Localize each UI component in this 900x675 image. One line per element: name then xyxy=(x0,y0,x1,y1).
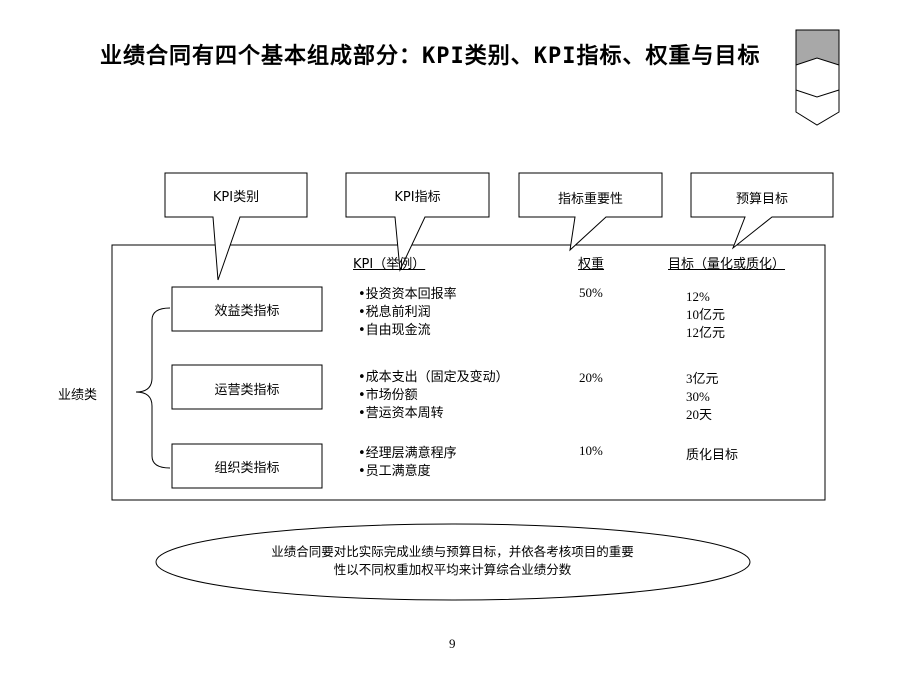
target-item: 质化目标 xyxy=(686,448,739,463)
category-label: 效益类指标 xyxy=(214,304,280,319)
kpi-list: •投资资本回报率 •税息前利润 •自由现金流 xyxy=(358,286,457,340)
kpi-item: •营运资本周转 xyxy=(358,406,444,421)
kpi-item: •市场份额 xyxy=(358,388,418,403)
kpi-item: •税息前利润 xyxy=(358,305,431,320)
group-label: 业绩类 xyxy=(58,388,98,403)
kpi-item: •员工满意度 xyxy=(358,464,431,479)
note-text: 业绩合同要对比实际完成业绩与预算目标，并依各考核项目的重要 性以不同权重加权平均… xyxy=(180,543,725,579)
header-kpi: KPI（举例） xyxy=(353,257,426,272)
callout-kpi-indicator: KPI指标 xyxy=(394,190,441,205)
callout-kpi-category-shape xyxy=(164,172,308,281)
category-label: 运营类指标 xyxy=(214,383,280,398)
progress-tab-icon xyxy=(795,29,840,126)
weight-value: 20% xyxy=(579,370,603,385)
target-list: 3亿元 30% 20天 xyxy=(686,370,719,424)
slide-title: 业绩合同有四个基本组成部分：KPI类别、KPI指标、权重与目标 xyxy=(100,44,761,69)
target-item: 3亿元 xyxy=(686,371,719,386)
target-list: 质化目标 xyxy=(686,447,738,465)
note-line-2: 性以不同权重加权平均来计算综合业绩分数 xyxy=(333,562,572,577)
callout-importance: 指标重要性 xyxy=(557,192,623,207)
page-number: 9 xyxy=(449,636,456,651)
category-box-3 xyxy=(171,443,323,489)
target-item: 12% xyxy=(686,289,710,304)
category-box-2 xyxy=(171,364,323,410)
group-bracket xyxy=(135,307,171,469)
weight-value: 10% xyxy=(579,443,603,458)
target-item: 20天 xyxy=(686,407,713,422)
kpi-item: •经理层满意程序 xyxy=(358,446,457,461)
kpi-item: •成本支出（固定及变动） xyxy=(358,370,509,385)
category-label: 组织类指标 xyxy=(214,461,280,476)
target-list: 12% 10亿元 12亿元 xyxy=(686,288,725,342)
kpi-list: •成本支出（固定及变动） •市场份额 •营运资本周转 xyxy=(358,369,509,423)
callout-importance-shape xyxy=(518,172,663,252)
weight-value: 50% xyxy=(579,285,603,300)
callout-kpi-indicator-shape xyxy=(345,172,490,272)
header-target: 目标（量化或质化） xyxy=(668,257,786,272)
kpi-item: •自由现金流 xyxy=(358,323,431,338)
kpi-list: •经理层满意程序 •员工满意度 xyxy=(358,445,457,481)
note-oval xyxy=(155,523,751,601)
category-box-1 xyxy=(171,286,323,332)
callout-kpi-category: KPI类别 xyxy=(212,190,260,205)
target-item: 30% xyxy=(686,389,710,404)
kpi-item: •投资资本回报率 xyxy=(358,287,457,302)
target-item: 10亿元 xyxy=(686,307,726,322)
note-line-1: 业绩合同要对比实际完成业绩与预算目标，并依各考核项目的重要 xyxy=(271,544,634,559)
target-item: 12亿元 xyxy=(686,325,726,340)
callout-budget-shape xyxy=(690,172,834,250)
header-weight: 权重 xyxy=(578,257,605,272)
callout-budget: 预算目标 xyxy=(735,192,788,207)
